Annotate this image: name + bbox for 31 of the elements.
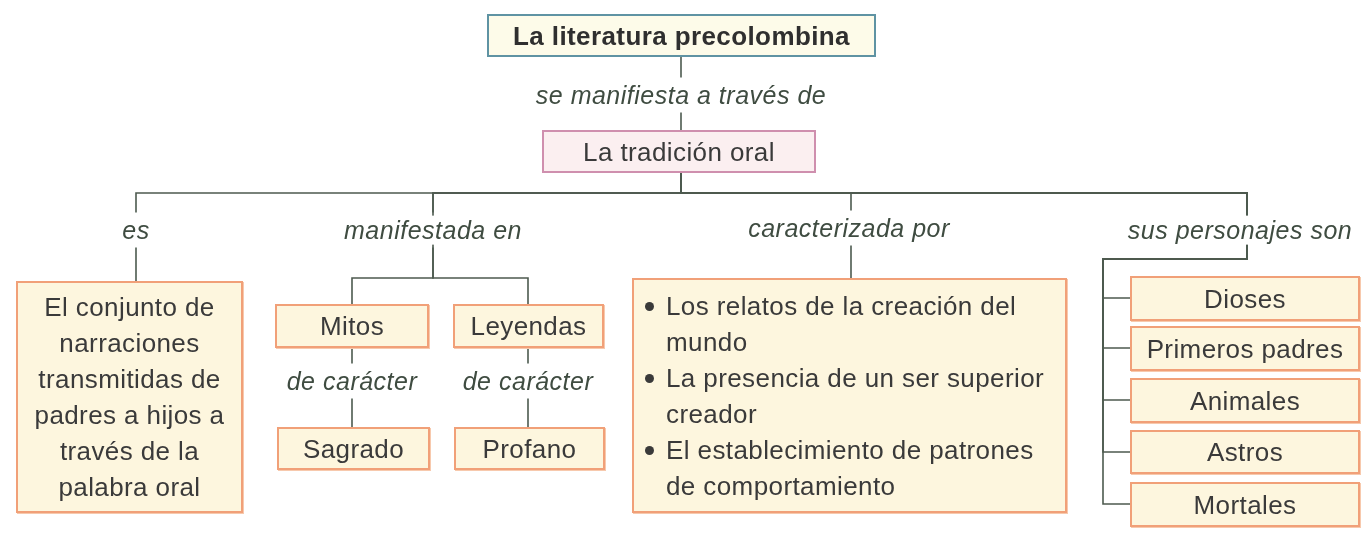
concept-box	[1130, 326, 1360, 371]
concept-box	[454, 427, 605, 470]
connector-line	[351, 347, 353, 428]
box-text: La literatura precolombina	[512, 19, 851, 53]
connector-line	[527, 347, 529, 428]
concept-box	[275, 304, 429, 348]
concept-box	[277, 427, 430, 470]
title-box	[487, 14, 876, 57]
box-text: Primeros padres	[1145, 332, 1345, 366]
box-text: Leyendas	[469, 310, 588, 343]
concept-box	[453, 304, 604, 348]
connector-line	[680, 56, 682, 131]
description-box	[16, 281, 243, 513]
box-text: Astros	[1205, 436, 1285, 469]
concept-box	[1130, 378, 1360, 423]
box-text: La tradición oral	[582, 135, 776, 169]
concept-box	[1130, 482, 1360, 527]
box-text: Profano	[481, 432, 578, 466]
concept-box	[1130, 430, 1360, 474]
box-text: Animales	[1188, 384, 1302, 418]
box-text: El conjunto de narraciones transmitidas de padres a hijos a través de la palabra oral	[33, 291, 226, 504]
box-text: Mitos	[318, 310, 386, 343]
list-item-text: Los relatos de la creación del mundo	[666, 289, 1018, 359]
list-item-text: La presencia de un ser superior creador	[666, 361, 1046, 431]
list-item-text: El establecimiento de patrones de comportamiento	[666, 433, 1035, 503]
list-box	[632, 278, 1067, 513]
box-text: Dioses	[1203, 282, 1287, 316]
concept-box	[542, 130, 816, 173]
box-text: Mortales	[1192, 488, 1298, 522]
concept-box	[1130, 276, 1360, 321]
box-text: Sagrado	[301, 432, 406, 466]
